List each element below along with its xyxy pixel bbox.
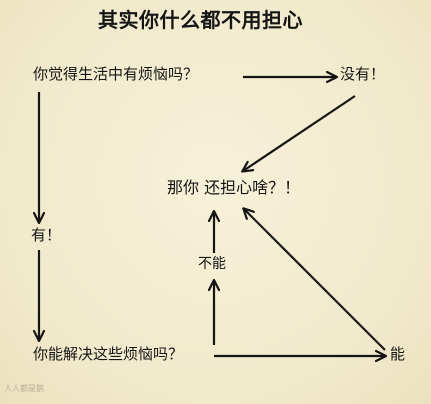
answer-cannot: 不能	[198, 256, 226, 272]
question-have-troubles: 你觉得生活中有烦恼吗？	[33, 65, 199, 83]
diagram-title: 其实你什么都不用担心	[98, 8, 303, 32]
answer-yes: 有！	[31, 226, 62, 244]
conclusion-why-worry: 那你 还担心啥？！	[167, 178, 301, 197]
arrow-no-to-center	[243, 95, 356, 171]
watermark-text: 人人都是鹅	[4, 384, 44, 393]
answer-no: 没有！	[340, 65, 386, 83]
question-can-solve: 你能解决这些烦恼吗？	[33, 345, 184, 363]
arrow-can-to-center	[244, 209, 386, 351]
answer-can: 能	[390, 345, 406, 363]
